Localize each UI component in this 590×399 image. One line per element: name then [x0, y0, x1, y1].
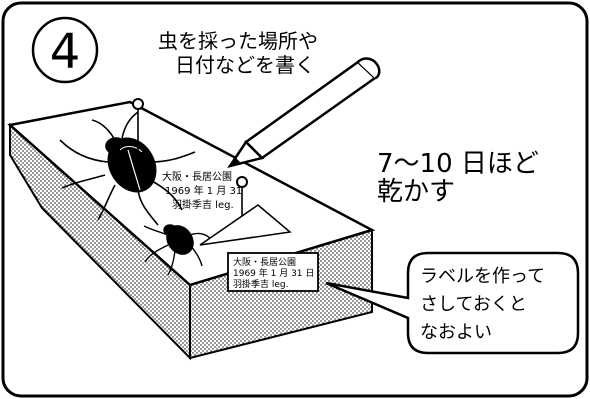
svg-text:羽掛季吉 leg.: 羽掛季吉 leg. — [172, 198, 234, 211]
svg-text:1969 年 1 月 31 日: 1969 年 1 月 31 日 — [233, 267, 314, 279]
step-number: 4 — [50, 24, 81, 80]
drying-note: 7～10 日ほど 乾かす — [377, 149, 539, 207]
upper-specimen-label: 大阪・長居公園 1969 年 1 月 31 羽掛季吉 leg. — [162, 170, 242, 211]
label-tip-line-2: さしておくと — [420, 294, 527, 315]
label-tip-line-3: なおよい — [420, 322, 492, 343]
pencil-note-line-1: 虫を採った場所や — [158, 29, 318, 53]
pencil-note-line-2: 日付などを書く — [175, 53, 315, 77]
drying-note-line-2: 乾かす — [377, 177, 455, 207]
svg-text:1969 年 1 月 31: 1969 年 1 月 31 — [165, 184, 242, 197]
insect-pin-2 — [199, 176, 292, 246]
insect-pin-1 — [132, 98, 144, 160]
svg-text:大阪・長居公園: 大阪・長居公園 — [162, 170, 232, 183]
pencil-note: 虫を採った場所や 日付などを書く — [158, 29, 318, 77]
step-number-badge: 4 — [31, 16, 99, 84]
svg-text:羽掛季吉 leg.: 羽掛季吉 leg. — [233, 278, 288, 290]
small-beetle — [143, 224, 211, 276]
lower-specimen-label: 大阪・長居公園 1969 年 1 月 31 日 羽掛季吉 leg. — [227, 252, 319, 292]
large-beetle — [59, 111, 196, 226]
drying-note-line-1: 7～10 日ほど — [377, 149, 539, 179]
label-tip-bubble: ラベルを作って さしておくと なおよい — [325, 251, 580, 355]
pencil-icon — [227, 57, 381, 168]
svg-text:大阪・長居公園: 大阪・長居公園 — [233, 256, 296, 268]
styrofoam-board — [7, 100, 376, 361]
label-tip-line-1: ラベルを作って — [420, 266, 545, 287]
